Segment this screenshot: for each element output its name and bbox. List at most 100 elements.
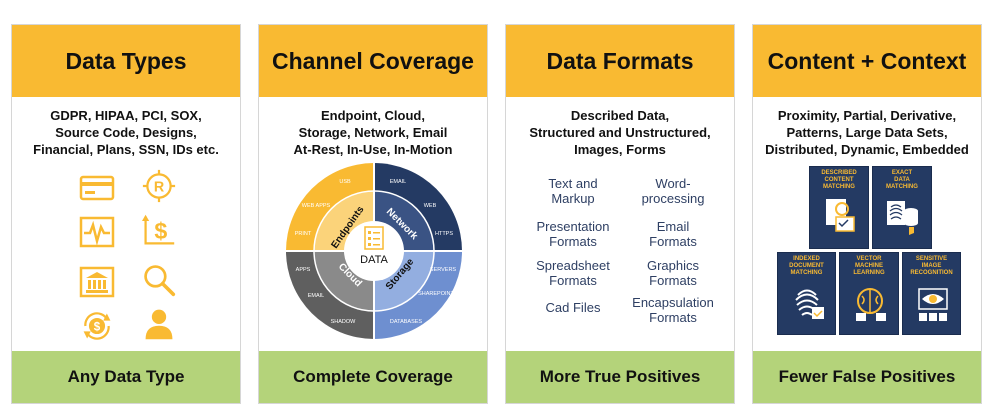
format-line: Graphics	[646, 258, 700, 273]
card-title-line: LEARNING	[853, 270, 885, 276]
registered-target-icon: R	[142, 169, 176, 203]
storage-item: SHAREPOINT	[418, 291, 454, 297]
description-line: GDPR, HIPAA, PCI, SOX,	[50, 108, 202, 123]
dollar-growth-icon: $	[142, 214, 175, 245]
description-line: Source Code, Designs,	[55, 125, 197, 140]
column-description: Proximity, Partial, Derivative, Patterns…	[757, 107, 977, 158]
format-item: Graphics Formats	[618, 258, 728, 288]
network-item: EMAIL	[390, 179, 407, 185]
format-line: Word-	[655, 176, 691, 191]
card-title-line: DOCUMENT	[789, 263, 824, 269]
format-line: Formats	[649, 310, 697, 325]
format-line: Formats	[549, 234, 597, 249]
description-line: Structured and Unstructured,	[529, 125, 711, 140]
card-title-line: MATCHING	[886, 184, 918, 190]
description-line: Financial, Plans, SSN, IDs etc.	[33, 142, 219, 157]
format-line: Formats	[649, 234, 697, 249]
format-line: Formats	[549, 273, 597, 288]
format-item: Word- processing	[618, 176, 728, 206]
column-description: Endpoint, Cloud, Storage, Network, Email…	[263, 107, 483, 158]
format-line: Formats	[649, 273, 697, 288]
credit-card-icon	[79, 175, 115, 201]
format-item: Encapsulation Formats	[618, 295, 728, 325]
column-footer: Any Data Type	[12, 351, 240, 403]
format-line: processing	[641, 191, 705, 206]
eye-icon	[918, 288, 948, 321]
format-item: Spreadsheet Formats	[518, 258, 628, 288]
description-line: Storage, Network, Email	[298, 125, 448, 140]
card-described-content-matching: DESCRIBED CONTENT MATCHING	[809, 166, 869, 249]
svg-text:R: R	[154, 179, 165, 195]
card-title-line: VECTOR	[856, 256, 882, 262]
column-header: Data Formats	[506, 25, 734, 97]
description-line: At-Rest, In-Use, In-Motion	[293, 142, 453, 157]
format-line: Encapsulation	[632, 295, 714, 310]
person-icon	[145, 309, 173, 340]
cloud-item: APPS	[296, 267, 311, 273]
format-item: Presentation Formats	[518, 219, 628, 249]
column-description: GDPR, HIPAA, PCI, SOX, Source Code, Desi…	[16, 107, 236, 158]
description-line: Distributed, Dynamic, Embedded	[765, 142, 969, 157]
magnifier-icon	[144, 265, 176, 297]
storage-item: SERVERS	[430, 267, 457, 273]
svg-text:$: $	[94, 320, 101, 333]
card-title-line: IMAGE	[921, 263, 942, 269]
endpoint-item: WEB APPS	[302, 203, 331, 209]
format-item: Email Formats	[618, 219, 728, 249]
wheel-center-label: DATA	[360, 254, 388, 266]
column-header: Channel Coverage	[259, 25, 487, 97]
svg-text:$: $	[154, 218, 167, 244]
column-description: Described Data, Structured and Unstructu…	[510, 107, 730, 158]
column-data-formats: Data Formats Described Data, Structured …	[505, 24, 735, 404]
card-sensitive-image-recognition: SENSITIVE IMAGE RECOGNITION	[902, 252, 961, 335]
card-title-line: MATCHING	[790, 270, 823, 276]
network-item: HTTPS	[435, 231, 453, 237]
fingerprint-icon	[795, 289, 824, 319]
format-line: Text and	[548, 176, 598, 191]
description-line: Patterns, Large Data Sets,	[786, 125, 948, 140]
data-center-circle	[344, 221, 404, 281]
dollar-cycle-icon: $	[83, 312, 111, 340]
format-item: Text and Markup	[518, 176, 628, 206]
card-title-line: MACHINE	[855, 263, 883, 269]
card-vector-machine-learning: VECTOR MACHINE LEARNING	[839, 252, 899, 335]
column-header: Data Types	[12, 25, 240, 97]
endpoint-item: USB	[339, 179, 351, 185]
column-content-context: Content + Context Proximity, Partial, De…	[752, 24, 982, 404]
description-line: Images, Forms	[574, 142, 666, 157]
description-line: Described Data,	[570, 108, 670, 123]
format-line: Presentation	[536, 219, 610, 234]
fingerprint-database-icon	[887, 201, 918, 235]
card-indexed-document-matching: INDEXED DOCUMENT MATCHING	[777, 252, 836, 335]
card-title-line: MATCHING	[823, 184, 855, 190]
description-line: Proximity, Partial, Derivative,	[777, 108, 957, 123]
heartbeat-monitor-icon	[79, 216, 115, 248]
endpoint-item: PRINT	[295, 231, 312, 237]
card-title-line: EXACT	[891, 170, 913, 176]
brain-icon	[856, 288, 886, 321]
card-title-line: RECOGNITION	[910, 270, 953, 276]
column-data-types: Data Types GDPR, HIPAA, PCI, SOX, Source…	[11, 24, 241, 404]
storage-item: DATABASES	[390, 319, 423, 325]
format-line: Spreadsheet	[536, 258, 610, 273]
card-exact-data-matching: EXACT DATA MATCHING	[872, 166, 932, 249]
format-item: Cad Files	[518, 300, 628, 315]
format-line: Cad Files	[545, 300, 601, 315]
column-header: Content + Context	[753, 25, 981, 97]
document-search-icon	[826, 199, 855, 232]
format-line: Markup	[551, 191, 595, 206]
cloud-item: SHADOW	[331, 319, 357, 325]
card-title-line: INDEXED	[793, 256, 820, 262]
card-title-line: DESCRIBED	[821, 170, 857, 176]
column-footer: Complete Coverage	[259, 351, 487, 403]
column-channel-coverage: Channel Coverage Endpoint, Cloud, Storag…	[258, 24, 488, 404]
card-title-line: DATA	[894, 177, 910, 183]
description-line: Endpoint, Cloud,	[321, 108, 425, 123]
format-line: Email	[656, 219, 690, 234]
bank-icon	[79, 266, 115, 298]
column-footer: Fewer False Positives	[753, 351, 981, 403]
cloud-item: EMAIL	[308, 293, 325, 299]
card-title-line: SENSITIVE	[915, 256, 948, 262]
column-footer: More True Positives	[506, 351, 734, 403]
card-title-line: CONTENT	[824, 177, 854, 183]
